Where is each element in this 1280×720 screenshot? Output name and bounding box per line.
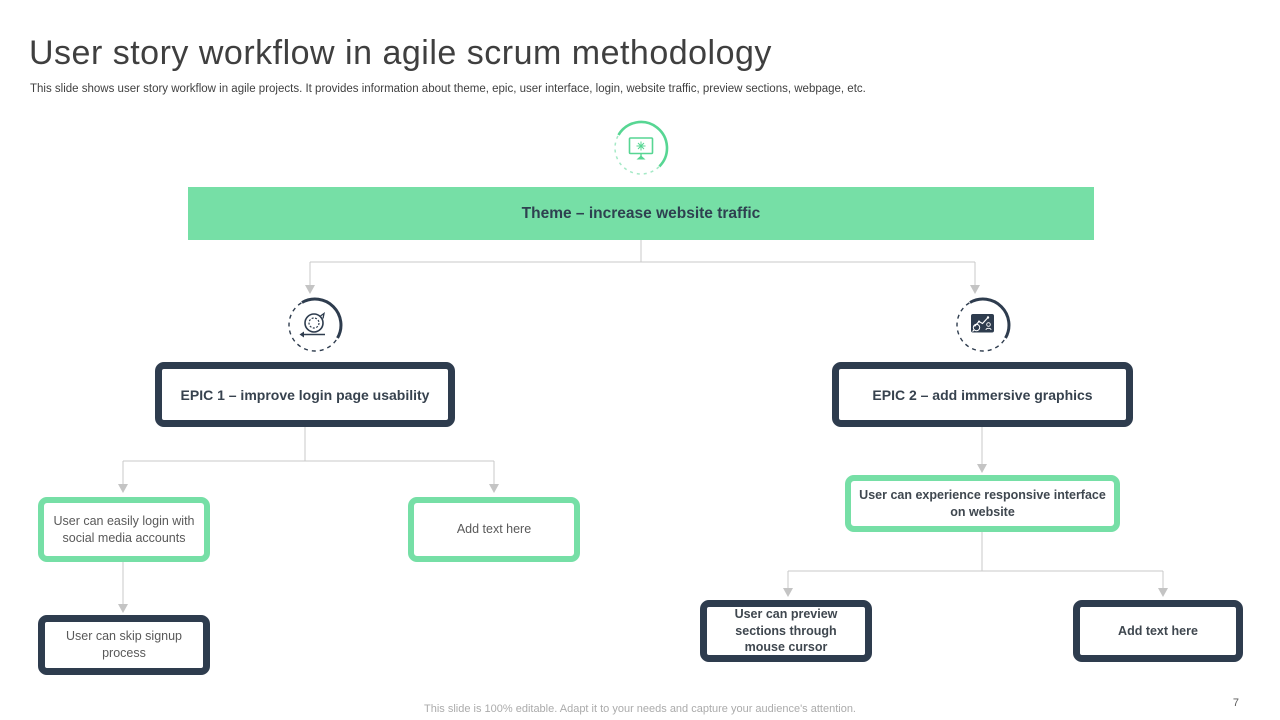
footer-note: This slide is 100% editable. Adapt it to… [424, 703, 856, 715]
epic2-label: EPIC 2 – add immersive graphics [872, 386, 1093, 403]
story-skip-signup-box: User can skip signup process [38, 615, 210, 675]
story-preview-sections-label: User can preview sections through mouse … [734, 606, 838, 655]
epic1-label: EPIC 1 – improve login page usability [180, 386, 430, 403]
sprint-iteration-icon [287, 297, 343, 353]
story-skip-signup-label: User can skip signup process [65, 629, 183, 660]
page-number: 7 [1232, 697, 1239, 709]
epic1-box: EPIC 1 – improve login page usability [155, 362, 455, 427]
story-social-login-box: User can easily login with social media … [38, 497, 210, 562]
story-add-text-left-label: Add text here [456, 522, 532, 537]
website-traffic-screen-icon [613, 120, 669, 176]
page-title: User story workflow in agile scrum metho… [29, 34, 772, 72]
epic2-box: EPIC 2 – add immersive graphics [832, 362, 1133, 427]
story-add-text-right-label: Add text here [1118, 623, 1198, 638]
analytics-graph-icon [955, 297, 1011, 353]
story-responsive-interface-label: User can experience responsive interface… [859, 487, 1106, 519]
story-social-login-label: User can easily login with social media … [53, 513, 195, 545]
story-responsive-interface-box: User can experience responsive interface… [845, 475, 1120, 532]
page-subtitle: This slide shows user story workflow in … [30, 83, 866, 95]
theme-banner: Theme – increase website traffic [188, 187, 1094, 240]
story-add-text-left-box: Add text here [408, 497, 580, 562]
story-add-text-right-box: Add text here [1073, 600, 1243, 662]
theme-label: Theme – increase website traffic [521, 204, 761, 222]
story-preview-sections-box: User can preview sections through mouse … [700, 600, 872, 662]
